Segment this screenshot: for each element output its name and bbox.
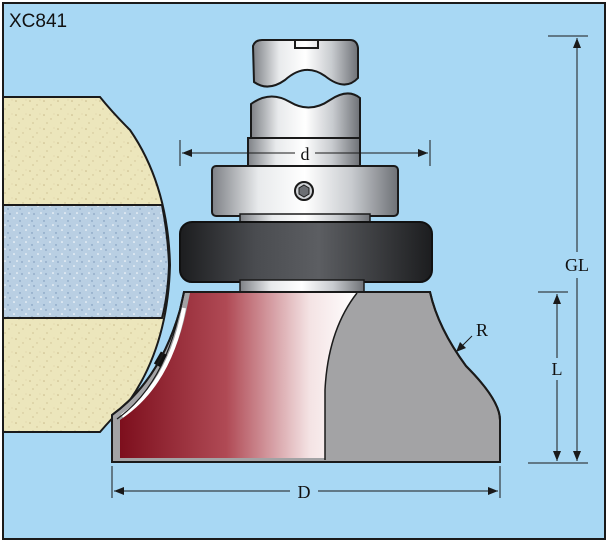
- carbide-cutter: [120, 293, 357, 458]
- label-d: d: [301, 144, 310, 164]
- label-L: L: [552, 359, 563, 379]
- radius-leader: [456, 335, 473, 352]
- dimension-D: [111, 466, 501, 498]
- dimension-GL: [528, 35, 588, 464]
- dimension-d: [179, 140, 431, 166]
- locking-collar: [211, 165, 399, 225]
- label-R: R: [476, 320, 488, 340]
- label-D: D: [298, 482, 311, 502]
- workpiece: [3, 96, 172, 433]
- cutter-body: [111, 291, 501, 463]
- dimension-L: [538, 291, 568, 461]
- shank: [247, 39, 361, 167]
- product-code: XC841: [9, 11, 67, 32]
- guide-bearing: [179, 221, 433, 293]
- label-GL: GL: [565, 255, 589, 275]
